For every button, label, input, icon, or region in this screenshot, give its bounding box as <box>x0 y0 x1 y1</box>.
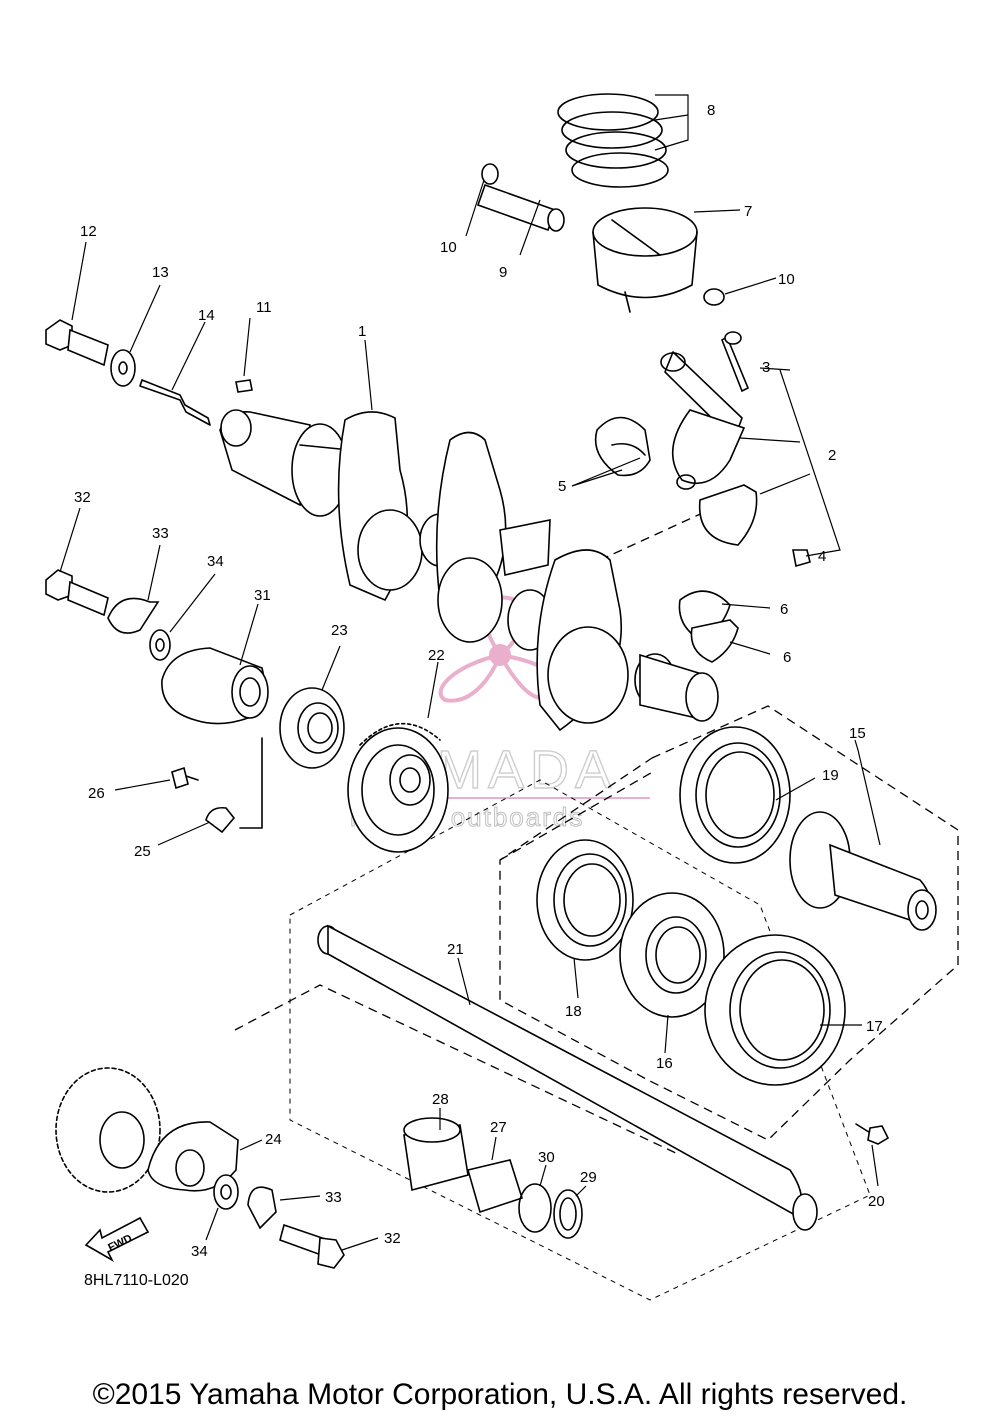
washer-34-upper <box>149 629 171 661</box>
bearing-16 <box>619 892 725 1018</box>
fwd-arrow-icon: FWD <box>84 1216 150 1263</box>
label-18: 18 <box>565 1003 582 1020</box>
piston-rings <box>557 93 669 188</box>
label-4: 4 <box>818 548 826 565</box>
callout-labels: 1 2 3 4 5 6 6 7 8 9 10 10 11 12 13 14 15… <box>74 102 885 1260</box>
housing-17 <box>704 934 846 1086</box>
label-20: 20 <box>868 1193 885 1210</box>
label-12: 12 <box>80 223 97 240</box>
crankshaft <box>219 409 719 732</box>
copyright-notice: ©2015 Yamaha Motor Corporation, U.S.A. A… <box>92 1378 908 1411</box>
bolt-32-upper <box>45 569 109 617</box>
label-8: 8 <box>707 102 715 119</box>
label-16: 16 <box>656 1055 673 1072</box>
label-34-lower: 34 <box>191 1243 208 1260</box>
label-10-right: 10 <box>778 271 795 288</box>
ring-29 <box>553 1189 583 1239</box>
label-22: 22 <box>428 647 445 664</box>
bolt-12 <box>45 319 109 367</box>
label-6-upper: 6 <box>780 601 788 618</box>
woodruff-key-11 <box>235 379 253 393</box>
label-7: 7 <box>744 203 752 220</box>
label-27: 27 <box>490 1119 507 1136</box>
label-32-lower: 32 <box>384 1230 401 1247</box>
label-11: 11 <box>256 299 272 316</box>
bearing-23-bracket <box>239 737 263 829</box>
balancer-weight-31 <box>161 647 269 725</box>
bolt-20 <box>855 1123 890 1145</box>
group-box-15 <box>499 705 959 1141</box>
washer-34-lower <box>213 1174 239 1210</box>
label-23: 23 <box>331 622 348 639</box>
plate-14 <box>139 379 211 426</box>
label-3: 3 <box>762 359 770 376</box>
diagram-code: 8HL7110-L020 <box>84 1272 189 1289</box>
label-2: 2 <box>828 447 836 464</box>
oil-seal-18 <box>536 839 634 961</box>
label-26: 26 <box>88 785 105 802</box>
label-34-upper: 34 <box>207 553 224 570</box>
retainer-25 <box>205 806 236 834</box>
label-31: 31 <box>254 587 271 604</box>
balancer-gear-22 <box>347 722 449 853</box>
rod-bearing-halves <box>594 416 651 477</box>
circlip-30 <box>518 1183 552 1233</box>
screw-26 <box>171 766 199 790</box>
label-33-lower: 33 <box>325 1189 342 1206</box>
shaft-21-group-outline <box>289 779 871 1301</box>
gear-bottom <box>55 1067 161 1193</box>
bolt-32-lower <box>279 1223 345 1269</box>
label-17: 17 <box>866 1018 883 1035</box>
label-14: 14 <box>198 307 215 324</box>
needle-bearing-27 <box>467 1159 523 1214</box>
label-5: 5 <box>558 478 566 495</box>
collar-28 <box>403 1117 469 1192</box>
piston <box>592 207 698 313</box>
connecting-rod <box>660 331 811 568</box>
drive-gear-shaft <box>789 811 937 931</box>
label-30: 30 <box>538 1149 555 1166</box>
label-13: 13 <box>152 264 169 281</box>
label-10-left: 10 <box>440 239 457 256</box>
label-29: 29 <box>580 1169 597 1186</box>
lock-washer-33-upper <box>107 597 160 634</box>
label-33-upper: 33 <box>152 525 169 542</box>
leader-lines <box>59 94 881 1251</box>
label-28: 28 <box>432 1091 449 1108</box>
label-6-lower: 6 <box>783 649 791 666</box>
piston-pin <box>476 163 725 306</box>
shaft-21 <box>317 924 818 1231</box>
label-15: 15 <box>849 725 866 742</box>
label-19: 19 <box>822 767 839 784</box>
washer-13 <box>110 349 136 387</box>
label-32-upper: 32 <box>74 489 91 506</box>
lock-washer-33-lower <box>247 1186 277 1230</box>
bearing-19 <box>679 726 791 864</box>
main-bearing-6 <box>678 590 739 663</box>
label-24: 24 <box>265 1131 282 1148</box>
label-21: 21 <box>447 941 464 958</box>
label-25: 25 <box>134 843 151 860</box>
bearing-23 <box>279 687 345 769</box>
label-1: 1 <box>358 323 366 340</box>
label-9: 9 <box>499 264 507 281</box>
